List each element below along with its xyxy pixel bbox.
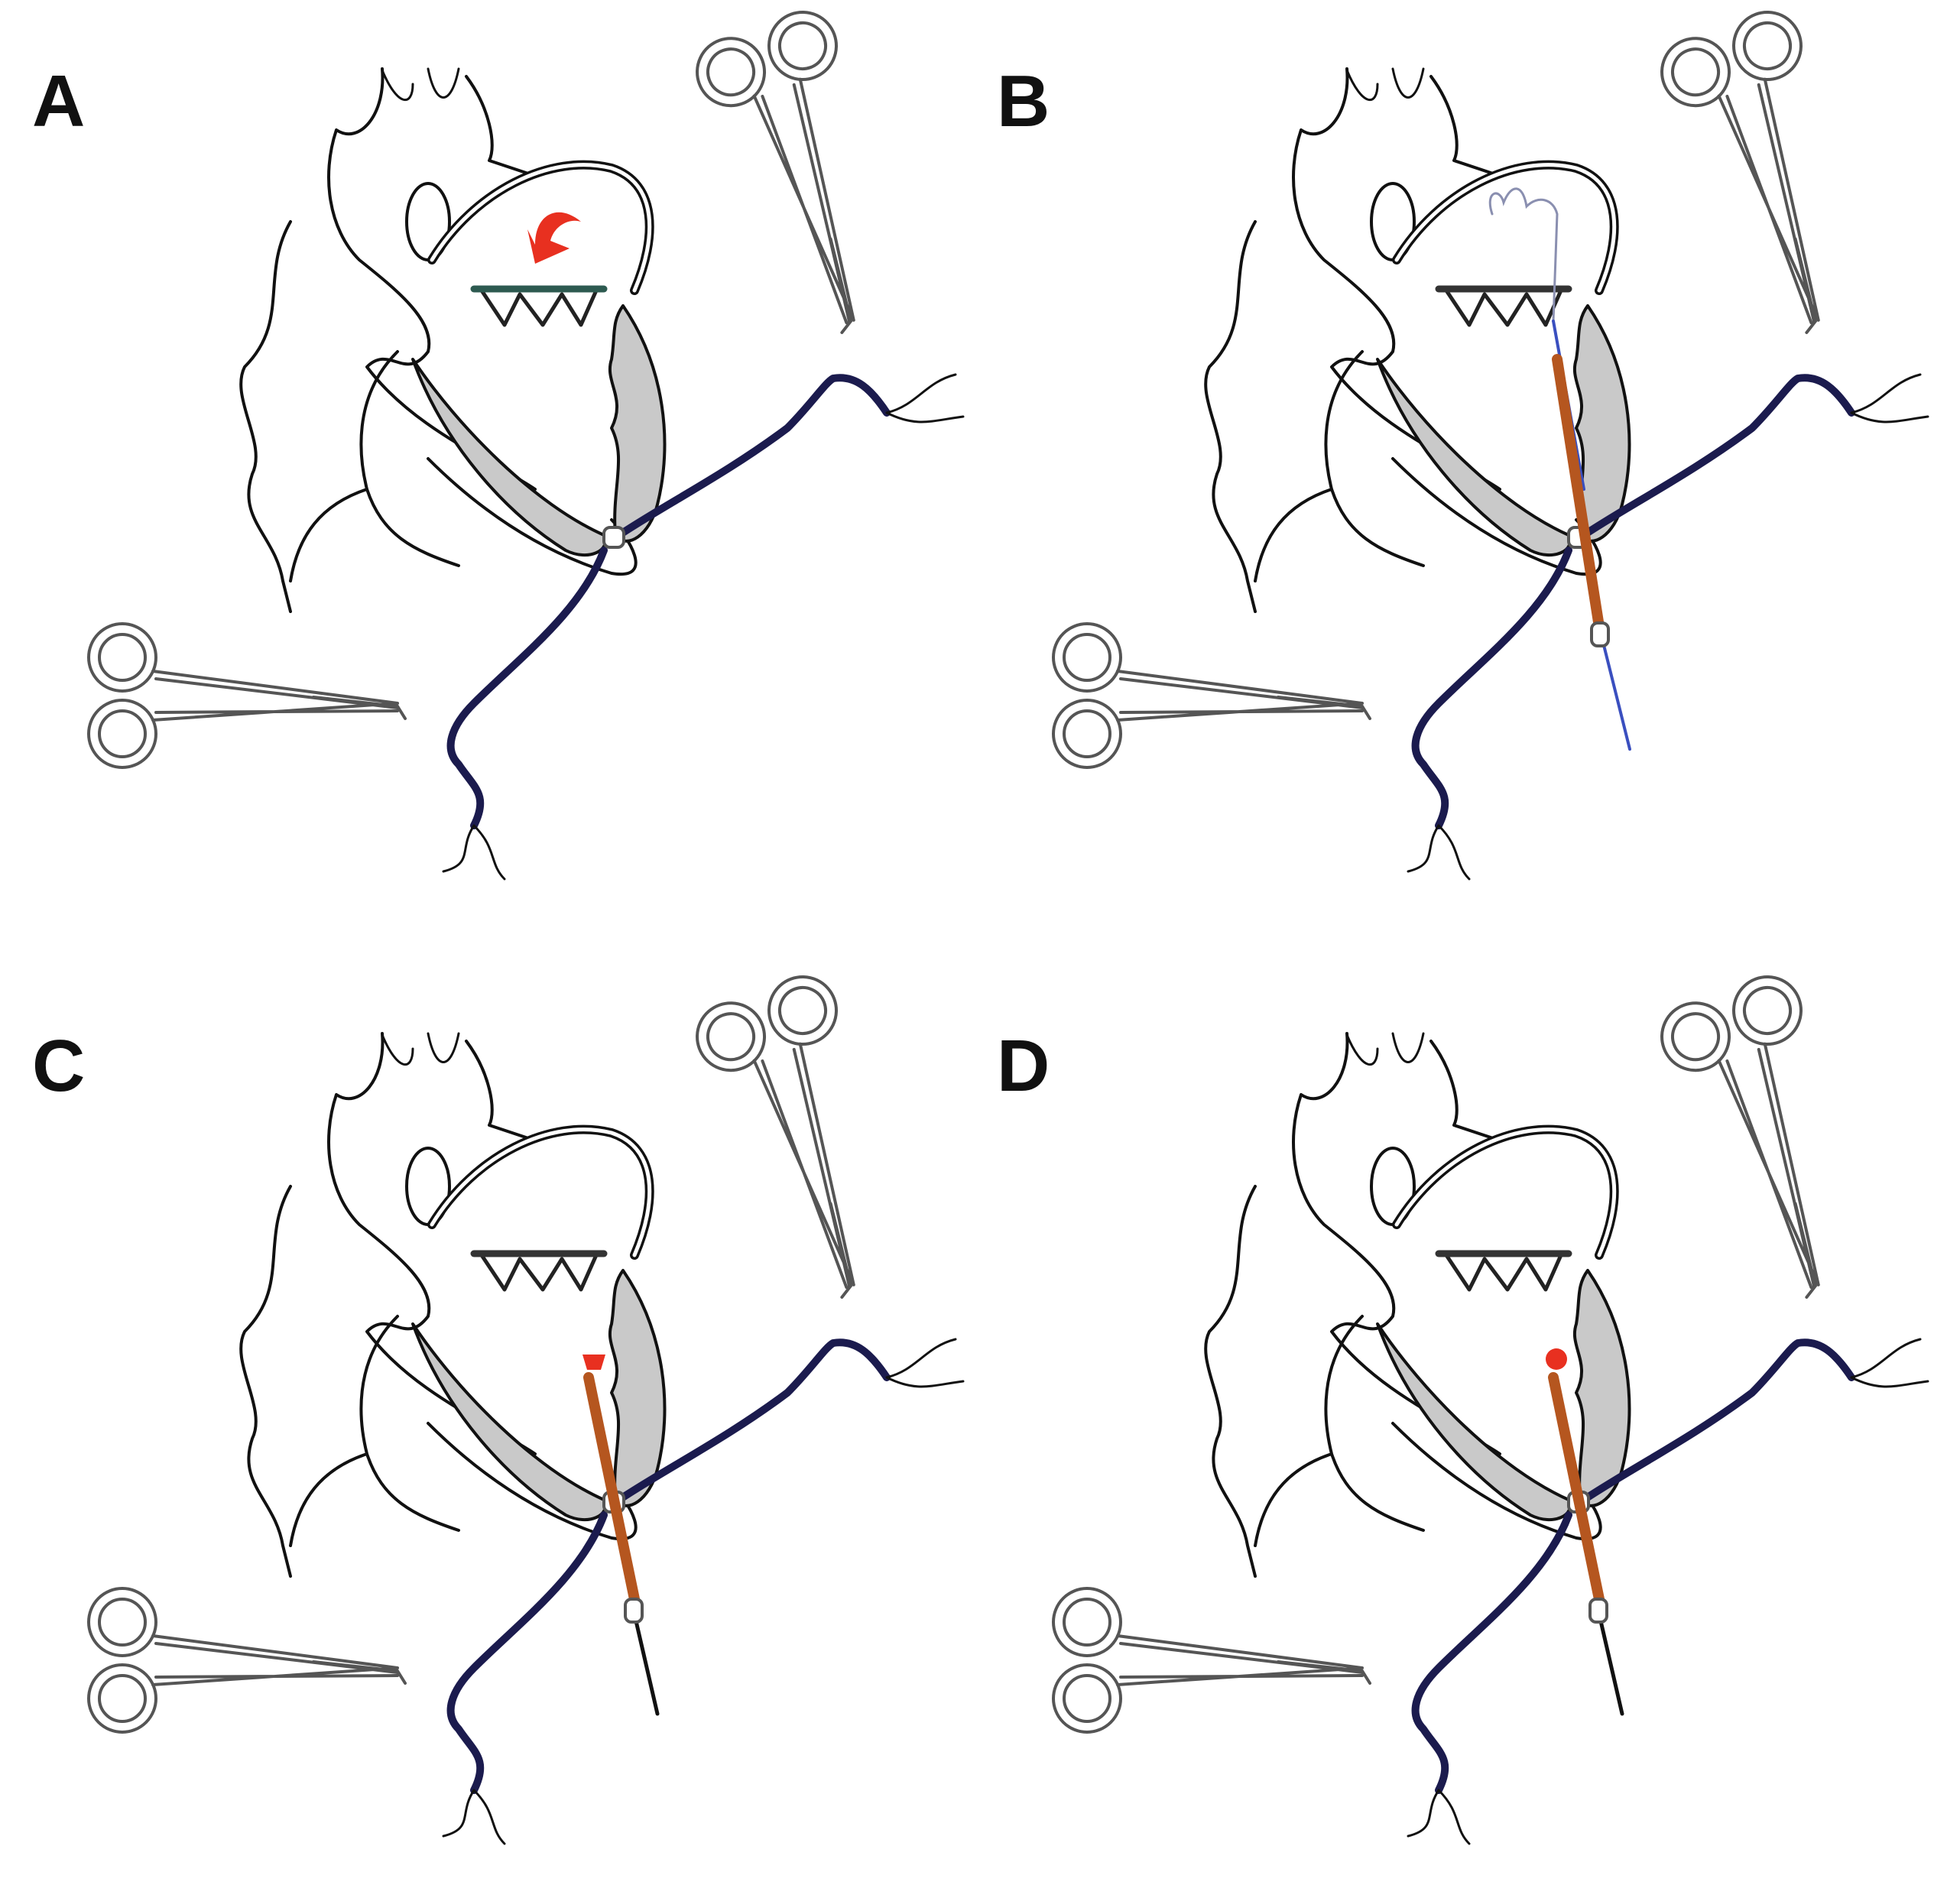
delivery-cable — [1597, 1612, 1624, 1716]
upper-clamp — [1650, 1, 1897, 351]
upper-clamp — [686, 965, 933, 1316]
head-vessels — [1345, 67, 1425, 102]
valve-leaflets — [1444, 1253, 1563, 1292]
purse-string-suture-left — [1411, 547, 1572, 829]
ventricular-wall — [608, 1269, 667, 1507]
ventricular-wall — [1572, 1269, 1631, 1507]
panel-a: A — [32, 1, 965, 881]
upper-clamp — [1650, 965, 1897, 1316]
curved-red-arrow-icon — [527, 212, 581, 264]
sheath-hub — [1588, 1598, 1608, 1624]
suture-tails-right — [1850, 1338, 1929, 1388]
aortic-arch-outline — [327, 1032, 537, 1455]
ventricle-outline — [1254, 350, 1425, 582]
snare-knot — [602, 526, 625, 549]
right-atrium-outline — [239, 1185, 292, 1578]
ventricular-wall — [608, 304, 667, 543]
delivery-sheath — [1548, 1372, 1605, 1604]
aortic-arch-lumen — [1394, 1127, 1617, 1257]
purse-string-suture-right — [615, 374, 891, 539]
sheath-hub — [1590, 621, 1610, 647]
sheath-hub — [624, 1598, 644, 1624]
head-vessels — [381, 67, 460, 102]
lower-clamp — [1052, 1587, 1371, 1734]
lower-clamp — [1052, 622, 1371, 769]
right-atrium-outline — [239, 220, 292, 613]
suture-tails-left — [1407, 1789, 1471, 1845]
panel-d: D — [997, 965, 1929, 1845]
suture-tails-right — [885, 1338, 965, 1388]
aortic-arch-lumen — [430, 163, 652, 293]
right-atrium-outline — [1204, 1185, 1257, 1578]
suture-tails-right — [885, 373, 965, 423]
panel-label: D — [997, 1025, 1050, 1107]
aortic-arch — [427, 1124, 654, 1260]
purse-string-suture-right — [615, 1338, 891, 1504]
head-vessels — [1345, 1032, 1425, 1066]
suture-tails-left — [442, 1789, 506, 1845]
guidewire-loop — [1488, 187, 1559, 323]
suture-tails-right — [1850, 373, 1929, 423]
aortic-arch-outline — [327, 67, 537, 491]
purse-string-suture-left — [446, 1511, 608, 1794]
ventricle-outline — [289, 1315, 460, 1547]
purse-string-suture-right — [1580, 374, 1855, 539]
suture-tails-left — [1407, 824, 1471, 881]
valve-leaflets — [1444, 288, 1563, 327]
aortic-arch — [1392, 160, 1619, 295]
valve-leaflets — [479, 1253, 599, 1292]
occluder-disc — [1546, 1348, 1567, 1370]
delivery-sheath — [583, 1372, 640, 1604]
panel-b: B — [997, 1, 1929, 881]
aortic-arch-outline — [1292, 67, 1501, 491]
right-atrium-outline — [1204, 220, 1257, 613]
purse-string-suture-left — [1411, 1511, 1572, 1794]
panel-label: A — [32, 60, 85, 142]
head-vessels — [381, 1032, 460, 1066]
suture-tails-left — [442, 824, 506, 881]
aortic-arch — [1392, 1124, 1619, 1260]
ventricle-outline — [1254, 1315, 1425, 1547]
interventricular-septum — [411, 358, 607, 557]
interventricular-septum — [411, 1322, 607, 1522]
interventricular-septum — [1376, 1322, 1572, 1522]
aortic-arch-outline — [1292, 1032, 1501, 1455]
lower-clamp — [87, 622, 407, 769]
panel-label: C — [32, 1025, 85, 1107]
aortic-arch-lumen — [1394, 163, 1617, 293]
valve-leaflets — [479, 288, 599, 327]
purse-string-suture-right — [1580, 1338, 1855, 1504]
occluder-disc — [582, 1355, 605, 1370]
aortic-arch-lumen — [430, 1127, 652, 1257]
ventricle-outline — [289, 350, 460, 582]
upper-clamp — [686, 1, 933, 351]
purse-string-suture-left — [446, 547, 608, 829]
delivery-cable — [632, 1612, 660, 1716]
delivery-sheath — [1552, 354, 1605, 632]
interventricular-septum — [1376, 358, 1572, 557]
panel-c: C — [32, 965, 965, 1845]
panel-label: B — [997, 60, 1050, 142]
lower-clamp — [87, 1587, 407, 1734]
